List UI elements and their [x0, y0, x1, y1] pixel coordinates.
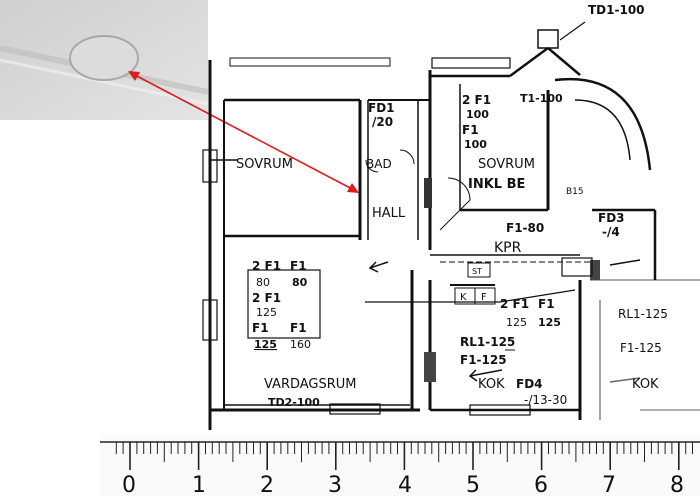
ruler-ticks	[115, 442, 693, 470]
label-t1-100: T1-100	[520, 92, 563, 105]
label-f: F	[481, 292, 487, 303]
label-kpr: KPR	[494, 240, 522, 256]
label-b15: B15	[566, 187, 584, 197]
label-rl1-125-right: RL1-125	[618, 307, 668, 321]
label-fd4: FD4	[516, 377, 543, 391]
label-fd3: FD3	[598, 211, 625, 225]
label-k: K	[460, 292, 467, 303]
label-f1-mid: F1	[462, 123, 479, 137]
table-left-r6c1: 125	[254, 338, 277, 351]
table-left-r1c2: F1	[290, 259, 307, 273]
label-f1-kitchen: F1	[538, 297, 555, 311]
label-2f1-kitchen-value: 125	[506, 316, 527, 329]
label-kok: KOK	[478, 377, 505, 392]
table-left-r1c1: 2 F1	[252, 259, 281, 273]
label-fd3-value: -/4	[602, 225, 620, 239]
table-left-r5c1: F1	[252, 321, 269, 335]
label-fd1: FD1	[368, 101, 395, 115]
ruler-number-5: 5	[466, 473, 480, 496]
plan-walls	[202, 21, 700, 430]
label-inkl-be: INKL BE	[468, 177, 525, 192]
table-left-r3c1: 2 F1	[252, 291, 281, 305]
table-left-r2c1: 80	[256, 276, 270, 289]
ruler-number-4: 4	[398, 473, 412, 496]
label-bad: BAD	[366, 157, 392, 171]
ruler-number-0: 0	[122, 473, 136, 496]
label-2f1-top-value: 100	[466, 108, 489, 121]
label-kok-right: KOK	[632, 377, 659, 392]
red-pointer-arrow	[128, 71, 359, 193]
label-td2-100: TD2-100	[268, 396, 320, 409]
ruler-number-7: 7	[602, 473, 616, 496]
label-2f1-top: 2 F1	[462, 93, 491, 107]
label-td1-100: TD1-100	[588, 3, 645, 17]
label-fd1-value: /20	[372, 115, 393, 129]
measuring-ruler: 0 1 2 3 4 5 6 7 8	[100, 435, 700, 496]
label-f1-kitchen-value: 125	[538, 316, 561, 329]
ruler-number-1: 1	[192, 473, 206, 496]
ruler-number-2: 2	[260, 473, 274, 496]
label-sovrum-left: SOVRUM	[236, 157, 293, 172]
ceiling-vent-photo	[69, 35, 139, 81]
label-rl1-125: RL1-125	[460, 335, 515, 349]
label-f1-125-right: F1-125	[620, 341, 662, 355]
ruler-number-8: 8	[670, 473, 684, 496]
ruler-number-6: 6	[534, 473, 548, 496]
table-left-r2c2: 80	[292, 276, 308, 289]
plan-text-labels: TD1-100 T1-100 FD1 /20 BAD HALL SOVRUM S…	[236, 3, 668, 409]
label-f1-80: F1-80	[506, 221, 544, 235]
label-sovrum-right: SOVRUM	[478, 157, 535, 172]
label-st: ST	[472, 267, 482, 276]
table-left-r6c2: 160	[290, 338, 311, 351]
label-f1-125: F1-125	[460, 353, 507, 367]
label-2f1-kitchen: 2 F1	[500, 297, 529, 311]
ruler-number-3: 3	[328, 473, 342, 496]
table-left-r4c1: 125	[256, 306, 277, 319]
label-hall: HALL	[372, 206, 406, 221]
photo-inset	[0, 0, 209, 120]
label-vardagsrum: VARDAGSRUM	[264, 377, 357, 392]
label-fd4-value: -/13-30	[524, 393, 567, 407]
table-left-r5c2: F1	[290, 321, 307, 335]
label-f1-mid-value: 100	[464, 138, 487, 151]
